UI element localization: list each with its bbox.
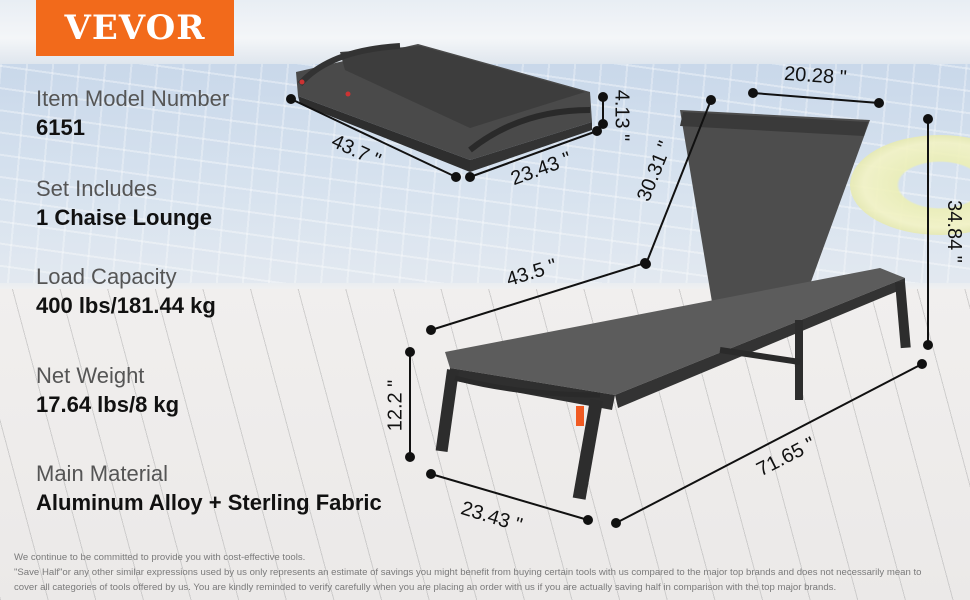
spec-label: Load Capacity xyxy=(36,264,177,289)
folded-lounge-image xyxy=(296,43,592,172)
dim-folded-height: 4.13 " xyxy=(610,89,633,142)
spec-set-includes: Set Includes 1 Chaise Lounge xyxy=(36,176,212,232)
pool-edge xyxy=(0,283,970,293)
spec-load-capacity: Load Capacity 400 lbs/181.44 kg xyxy=(36,264,216,320)
dimension-lines xyxy=(286,88,933,528)
disclaimer-text: We continue to be committed to provide y… xyxy=(14,550,964,595)
chaise-lounge-image xyxy=(435,110,911,500)
dim-seat-height: 12.2 " xyxy=(384,379,407,432)
disclaimer-line: We continue to be committed to provide y… xyxy=(14,552,306,563)
spec-value: Aluminum Alloy + Sterling Fabric xyxy=(36,490,382,515)
vevor-logo: VEVOR xyxy=(36,0,234,56)
spec-value: 400 lbs/181.44 kg xyxy=(36,293,216,318)
spec-value: 6151 xyxy=(36,115,85,140)
spec-value: 17.64 lbs/8 kg xyxy=(36,392,180,417)
spec-label: Item Model Number xyxy=(36,86,230,111)
spec-main-material: Main Material Aluminum Alloy + Sterling … xyxy=(36,461,382,517)
spec-label: Main Material xyxy=(36,461,169,486)
spec-label: Set Includes xyxy=(36,176,158,201)
spec-net-weight: Net Weight 17.64 lbs/8 kg xyxy=(36,363,179,419)
spec-model-number: Item Model Number 6151 xyxy=(36,86,229,142)
spec-value: 1 Chaise Lounge xyxy=(36,205,213,230)
logo-text: VEVOR xyxy=(64,8,206,48)
dim-backrest-width: 20.28 " xyxy=(783,62,848,90)
dim-total-height: 34.84 " xyxy=(942,200,965,263)
spec-label: Net Weight xyxy=(36,363,145,388)
wood-deck xyxy=(0,289,970,600)
disclaimer-line: cover all categories of tools offered by… xyxy=(14,582,837,593)
disclaimer-line: "Save Half"or any other similar expressi… xyxy=(14,567,922,578)
